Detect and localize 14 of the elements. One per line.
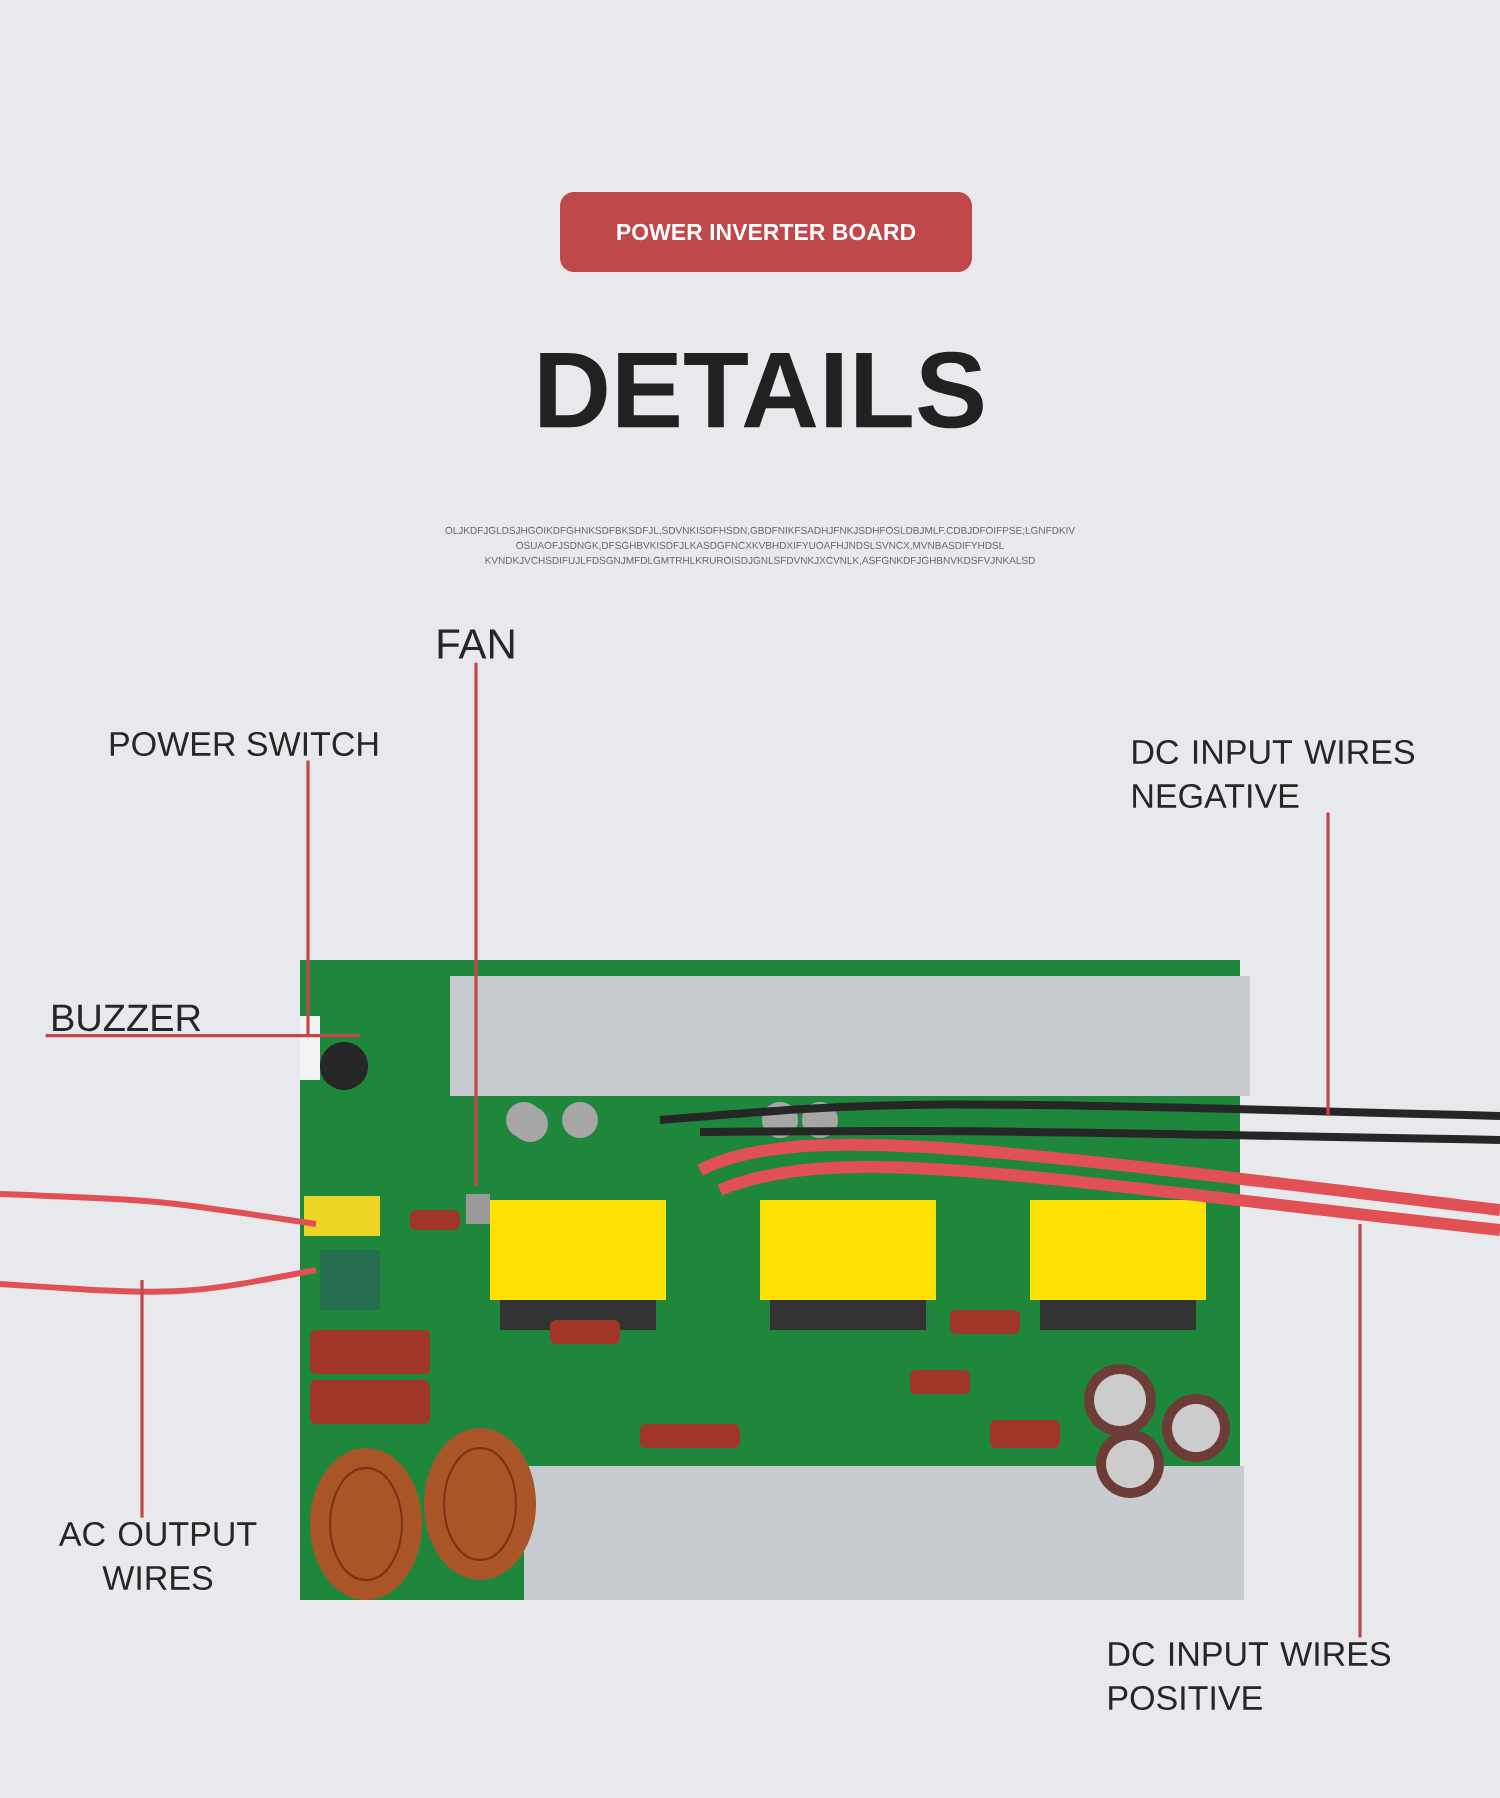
callout-label: DC INPUT WIRES POSITIVE bbox=[1109, 1642, 1391, 1711]
leader-line bbox=[45, 1034, 360, 1038]
leader-line bbox=[140, 1280, 144, 1518]
title-badge: POWER INVERTER BOARD bbox=[560, 192, 972, 272]
leader-line bbox=[474, 662, 478, 1186]
leader-line bbox=[306, 760, 310, 1034]
callout-label: BUZZER bbox=[53, 1004, 201, 1032]
callout-label: AC OUTPUT WIRES bbox=[58, 1522, 257, 1591]
callout-label: POWER SWITCH bbox=[110, 731, 378, 757]
callout-label: DC INPUT WIRES NEGATIVE bbox=[1133, 739, 1415, 809]
leader-line bbox=[1358, 1224, 1362, 1638]
leader-line bbox=[1326, 812, 1330, 1116]
heading: DETAILS bbox=[540, 351, 983, 429]
callout-label: FAN bbox=[438, 629, 514, 659]
